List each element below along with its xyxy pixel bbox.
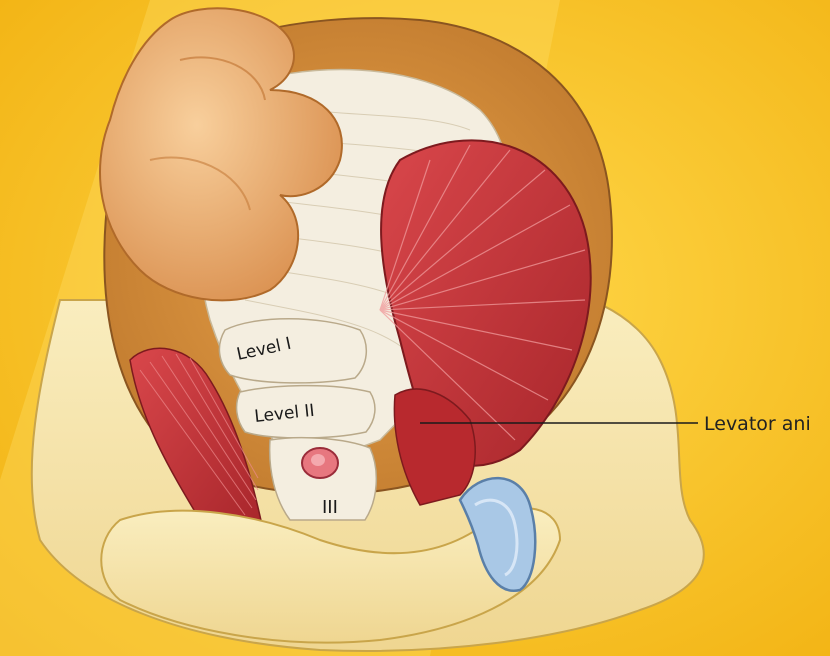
levator-ani-label: Levator ani	[704, 413, 811, 435]
vaginal-opening-highlight	[311, 454, 325, 466]
level-3-label: III	[322, 497, 338, 518]
